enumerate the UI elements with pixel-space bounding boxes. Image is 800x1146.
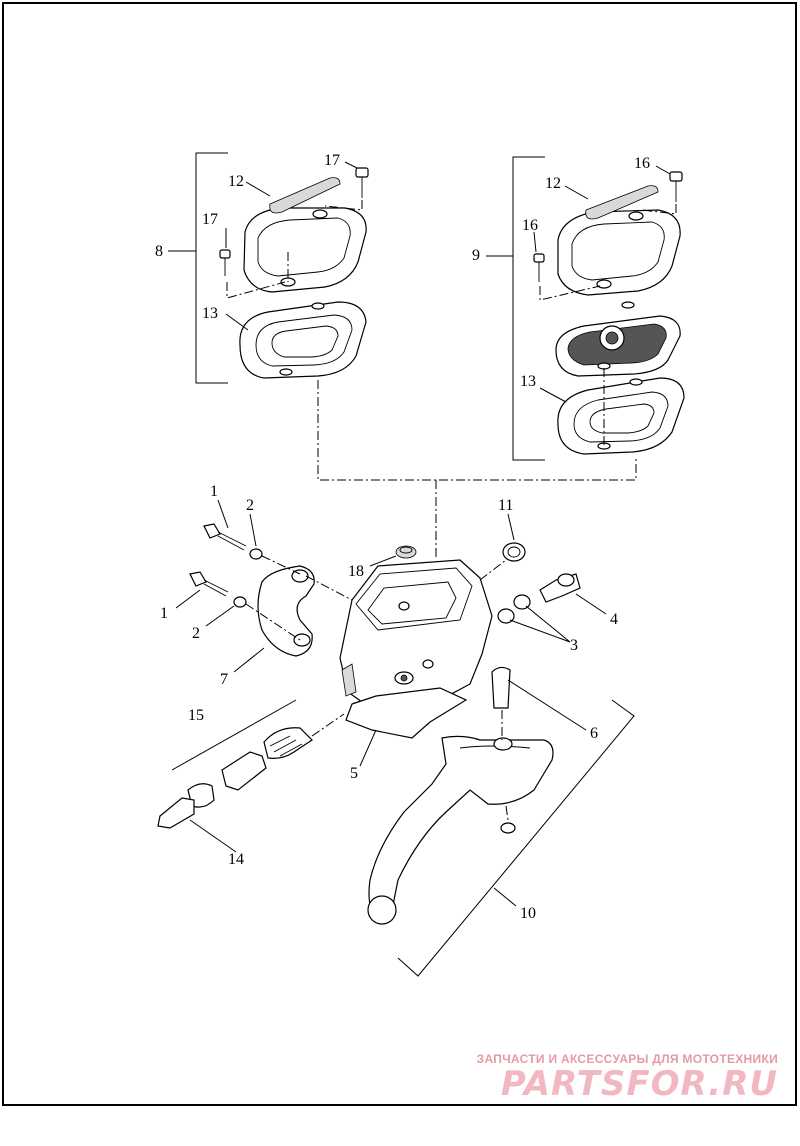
callout-4: 4 (610, 611, 618, 628)
callout-16-right-b: 16 (522, 217, 538, 234)
callout-2-bottom: 2 (192, 625, 200, 642)
callout-10: 10 (520, 905, 536, 922)
callout-12-right: 12 (545, 175, 561, 192)
callout-leaders (175, 499, 607, 907)
callout-17-left: 17 (324, 152, 340, 169)
callout-7: 7 (220, 671, 228, 688)
banjo-fitting (479, 542, 581, 624)
centerline-covers (317, 380, 637, 481)
master-cylinder-housing (339, 545, 493, 739)
callout-11: 11 (498, 497, 513, 514)
clamp-bolts (189, 523, 353, 641)
callout-16-right: 16 (634, 155, 650, 172)
cover-assembly-right (486, 156, 685, 461)
watermark: ЗАПЧАСТИ И АКСЕССУАРЫ ДЛЯ МОТОТЕХНИКИ PA… (477, 1052, 778, 1102)
handlebar-clamp (257, 565, 315, 657)
callout-5: 5 (350, 765, 358, 782)
callout-1-bottom: 1 (160, 605, 168, 622)
callout-13-right: 13 (520, 373, 536, 390)
callout-15: 15 (188, 707, 204, 724)
callout-17-left-b: 17 (202, 211, 218, 228)
border (2, 2, 797, 1106)
callout-3: 3 (570, 637, 578, 654)
callout-2-top: 2 (246, 497, 254, 514)
callout-1-top: 1 (210, 483, 218, 500)
callout-13-left: 13 (202, 305, 218, 322)
callout-6: 6 (590, 725, 598, 742)
callout-12-left: 12 (228, 173, 244, 190)
callout-18: 18 (348, 563, 364, 580)
cover-assembly-left (168, 152, 369, 384)
callout-8: 8 (155, 243, 163, 260)
callout-9: 9 (472, 247, 480, 264)
brake-lever (367, 666, 635, 977)
watermark-tagline: ЗАПЧАСТИ И АКСЕССУАРЫ ДЛЯ МОТОТЕХНИКИ (476, 1052, 778, 1066)
watermark-logo: PARTSFOR.RU (500, 1064, 778, 1104)
callout-14: 14 (228, 851, 244, 868)
piston-assembly (157, 699, 345, 829)
